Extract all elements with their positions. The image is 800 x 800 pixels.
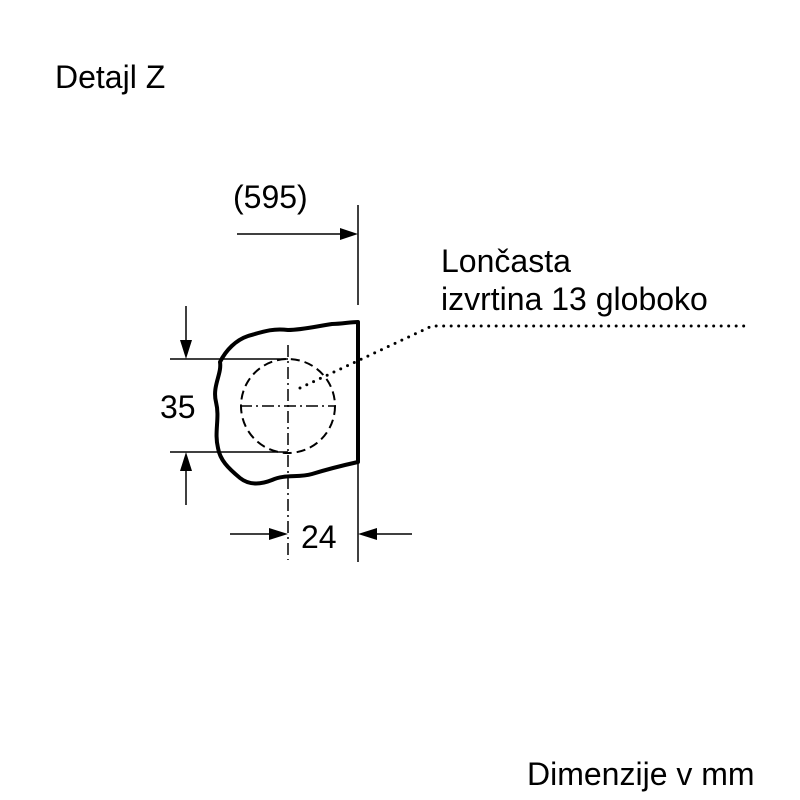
reference-width-label: (595) bbox=[233, 179, 308, 215]
panel-outline bbox=[213, 320, 360, 486]
detail-title: Detajl Z bbox=[55, 59, 165, 95]
callout-leader-line bbox=[298, 324, 752, 390]
callout-line-2: izvrtina 13 globoko bbox=[441, 281, 708, 317]
units-note: Dimenzije v mm bbox=[527, 756, 755, 792]
hole-dim-arrowhead-bottom bbox=[180, 452, 192, 471]
hole-diameter-label: 35 bbox=[160, 389, 196, 425]
hole-dim-arrowhead-top bbox=[180, 340, 192, 359]
reference-arrowhead bbox=[340, 228, 358, 240]
callout-line-1: Lončasta bbox=[441, 243, 571, 279]
edge-dim-arrowhead-right bbox=[358, 528, 377, 540]
edge-distance-label: 24 bbox=[301, 519, 337, 555]
edge-dim-arrowhead-left bbox=[269, 528, 288, 540]
